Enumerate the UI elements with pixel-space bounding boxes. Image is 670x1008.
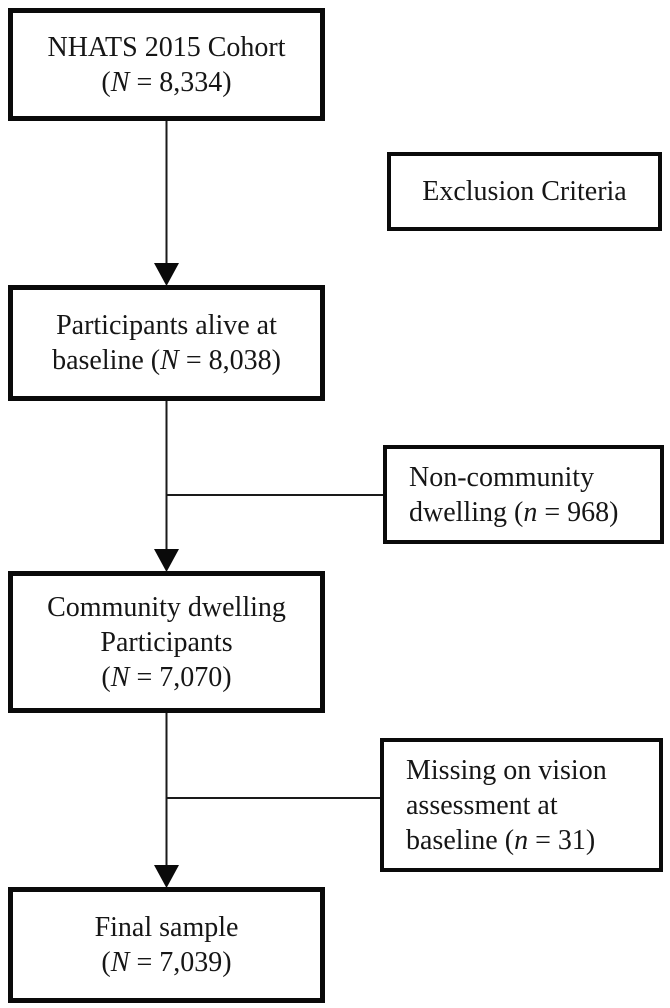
box-community-dwelling: Community dwelling Participants (N = 7,0… — [8, 571, 325, 713]
missing-count-line: baseline (n = 31) — [406, 823, 653, 858]
arrow-cohort-to-alive-head — [154, 263, 179, 286]
text-run: baseline ( — [406, 824, 515, 856]
text-run: ( — [101, 66, 111, 98]
box-alive-at-baseline: Participants alive at baseline (N = 8,03… — [8, 285, 325, 401]
noncommunity-count-line: dwelling (n = 968) — [409, 495, 654, 530]
cohort-title-line: NHATS 2015 Cohort — [47, 31, 286, 63]
sample-size-symbol: N — [110, 947, 130, 978]
missing-subtitle-line: assessment at — [406, 789, 558, 821]
box-missing-vision-assessment: Missing on vision assessment at baseline… — [380, 738, 663, 872]
sample-size-symbol: N — [110, 66, 130, 98]
exclusion-criteria-label: Exclusion Criteria — [422, 176, 627, 207]
community-title-line: Community dwelling — [47, 591, 286, 623]
box-final-sample: Final sample (N = 7,039) — [8, 887, 325, 1003]
alive-title-line: Participants alive at — [56, 310, 277, 341]
text-run: = 8,038) — [178, 345, 281, 376]
sample-size-symbol: N — [160, 345, 179, 376]
text-run: = 31) — [528, 824, 596, 856]
sample-size-symbol: n — [514, 824, 529, 856]
community-count-line: (N = 7,070) — [13, 660, 320, 695]
noncommunity-title-line: Non-community — [409, 461, 595, 493]
text-run: = 8,334) — [129, 66, 232, 98]
community-subtitle-line: Participants — [100, 626, 233, 658]
box-exclusion-criteria: Exclusion Criteria — [387, 152, 662, 231]
sample-size-symbol: N — [110, 661, 130, 693]
text-run: = 7,070) — [129, 661, 232, 693]
box-nhats-cohort: NHATS 2015 Cohort (N = 8,334) — [8, 8, 325, 121]
final-count-line: (N = 7,039) — [13, 945, 320, 980]
sample-size-symbol: n — [523, 496, 538, 528]
arrow-community-to-final-head — [154, 865, 179, 888]
text-run: ( — [101, 947, 111, 978]
text-run: = 968) — [537, 496, 619, 528]
alive-count-line: baseline (N = 8,038) — [13, 343, 320, 378]
text-run: baseline ( — [52, 345, 161, 376]
cohort-count-line: (N = 8,334) — [13, 65, 320, 100]
arrow-alive-to-community-head — [154, 549, 179, 572]
missing-title-line: Missing on vision — [406, 754, 607, 786]
text-run: dwelling ( — [409, 496, 524, 528]
text-run: ( — [101, 661, 111, 693]
box-non-community-dwelling: Non-community dwelling (n = 968) — [383, 445, 664, 544]
text-run: = 7,039) — [129, 947, 232, 978]
final-title-line: Final sample — [94, 912, 239, 943]
